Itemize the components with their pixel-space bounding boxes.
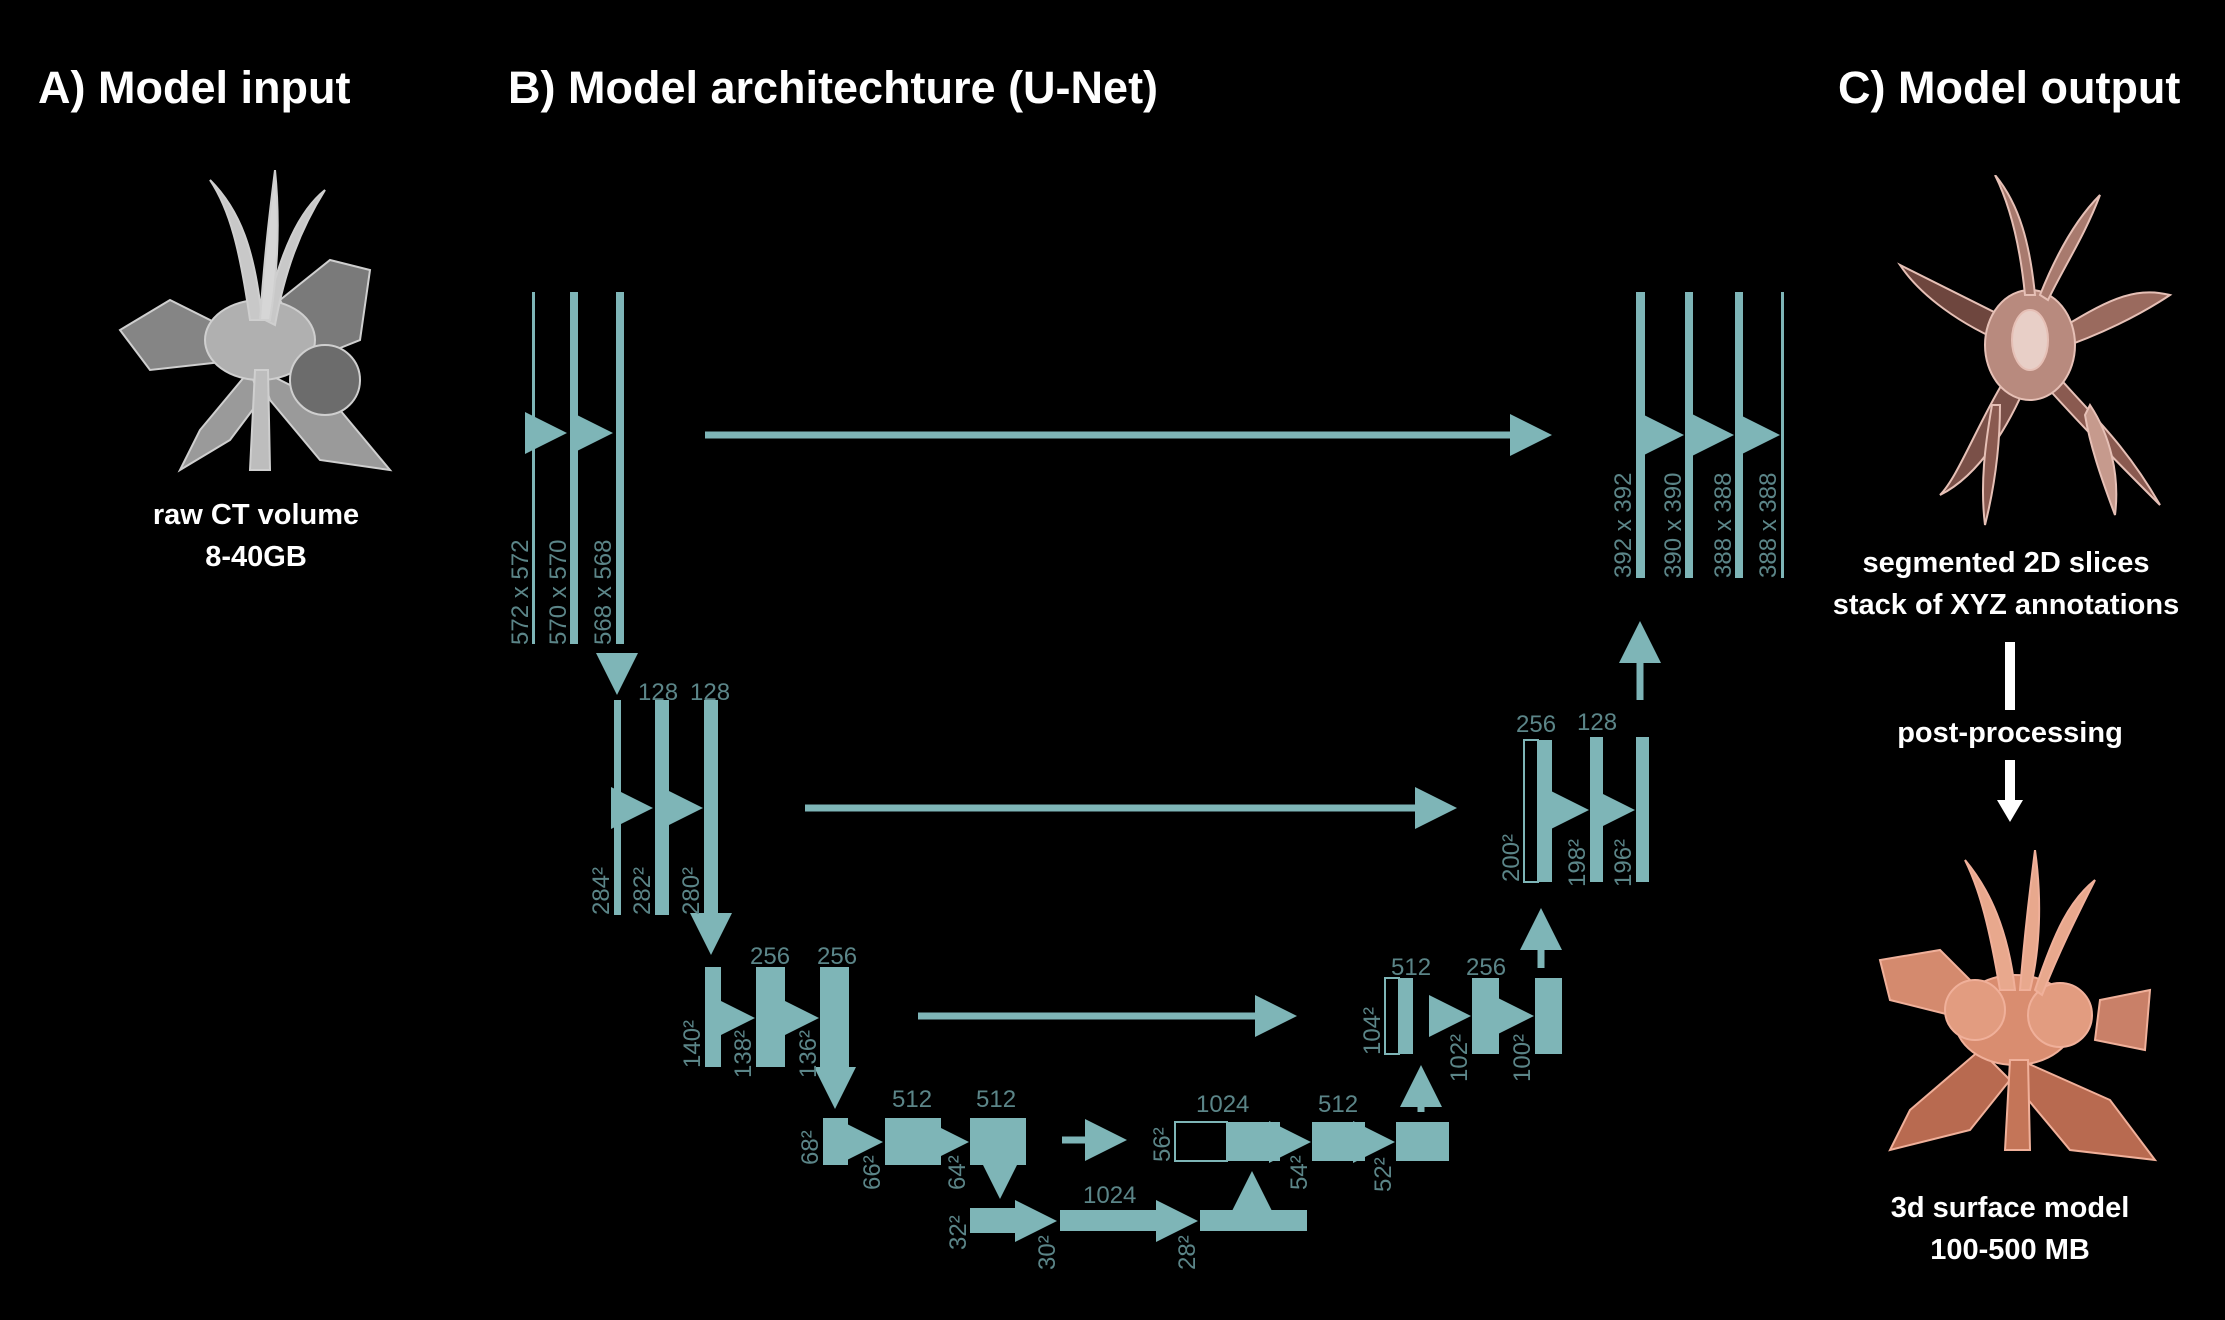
segmented-caption-line1: segmented 2D slices xyxy=(1862,547,2150,579)
u3-conv1-block xyxy=(1472,978,1499,1054)
l4-channel-2: 512 xyxy=(976,1086,1016,1113)
u3-copy-block xyxy=(1384,977,1400,1055)
surface-model-caption-line1: 3d surface model xyxy=(1890,1192,2130,1224)
u1-conv1-block xyxy=(1685,292,1693,578)
u2-copy-block xyxy=(1523,739,1539,883)
input-heading: A) Model input xyxy=(38,62,351,113)
u4-channel-2: 512 xyxy=(1318,1091,1358,1118)
surface-model-flower-image xyxy=(1878,850,2158,1162)
l3-conv1-block xyxy=(756,967,785,1067)
u2-channel-1: 256 xyxy=(1516,711,1556,738)
u4-channel-1: 1024 xyxy=(1196,1091,1249,1118)
u3-size-3: 100² xyxy=(1509,1034,1536,1082)
l4-conv2-block xyxy=(970,1118,1026,1165)
u4-up-block xyxy=(1227,1122,1280,1161)
u4-conv2-block xyxy=(1396,1122,1449,1161)
l4-pool-block xyxy=(823,1118,848,1165)
output-heading: C) Model output xyxy=(1838,62,2181,113)
input-caption: raw CT volume 8-40GB xyxy=(140,494,372,578)
bottom-size-3: 28² xyxy=(1174,1235,1201,1270)
u1-size-4: 388 x 388 xyxy=(1755,473,1782,578)
l4-channel-1: 512 xyxy=(892,1086,932,1113)
u2-up-block xyxy=(1538,740,1552,882)
u1-size-1: 392 x 392 xyxy=(1610,473,1637,578)
l1-conv2-block xyxy=(616,292,624,644)
l2-size-2: 282² xyxy=(629,867,656,915)
u2-size-2: 198² xyxy=(1564,839,1591,887)
l2-conv1-block xyxy=(655,700,669,915)
u1-up-block xyxy=(1636,292,1645,578)
l1-size-3: 568 x 568 xyxy=(590,540,617,645)
segmented-caption-line2: stack of XYZ annotations xyxy=(1832,589,2180,621)
l1-conv1-block xyxy=(570,292,578,644)
l3-size-3: 136² xyxy=(795,1030,822,1078)
segmented-caption: segmented 2D slices stack of XYZ annotat… xyxy=(1800,542,2212,626)
u2-channel-2: 128 xyxy=(1577,709,1617,736)
bottom-channel: 1024 xyxy=(1083,1182,1136,1209)
l3-size-2: 138² xyxy=(730,1030,757,1078)
l2-size-1: 284² xyxy=(588,867,615,915)
l2-pool-block xyxy=(614,700,621,915)
l4-size-3: 64² xyxy=(944,1155,971,1190)
l3-conv2-block xyxy=(820,967,849,1067)
l3-pool-block xyxy=(705,967,721,1067)
u4-size-1: 56² xyxy=(1149,1127,1176,1162)
l3-channel-1: 256 xyxy=(750,943,790,970)
bottom-size-2: 30² xyxy=(1034,1235,1061,1270)
u1-size-3: 388 x 388 xyxy=(1710,473,1737,578)
l4-size-1: 68² xyxy=(797,1130,824,1165)
l1-input-block xyxy=(532,292,535,644)
u3-size-1: 104² xyxy=(1359,1007,1386,1055)
bottom-conv1-block xyxy=(1060,1210,1165,1231)
l2-channel-1: 128 xyxy=(638,679,678,706)
input-flower-image xyxy=(118,170,393,473)
bottom-conv2-block xyxy=(1200,1210,1307,1231)
architecture-heading: B) Model architechture (U-Net) xyxy=(508,62,1159,113)
u2-conv2-block xyxy=(1636,737,1649,882)
l2-conv2-block xyxy=(704,700,718,915)
post-processing-label: post-processing xyxy=(1897,717,2123,749)
l1-size-1: 572 x 572 xyxy=(507,540,534,645)
l2-size-3: 280² xyxy=(678,867,705,915)
l1-size-2: 570 x 570 xyxy=(545,540,572,645)
u1-size-2: 390 x 390 xyxy=(1660,473,1687,578)
bottom-size-1: 32² xyxy=(945,1215,972,1250)
l4-conv1-block xyxy=(885,1118,941,1165)
u3-conv2-block xyxy=(1535,978,1562,1054)
u3-channel-2: 256 xyxy=(1466,954,1506,981)
surface-model-caption-line2: 100-500 MB xyxy=(1930,1234,2090,1266)
l3-channel-2: 256 xyxy=(817,943,857,970)
surface-model-caption: 3d surface model 100-500 MB xyxy=(1850,1187,2170,1271)
input-caption-line2: 8-40GB xyxy=(205,541,307,573)
u4-size-2: 54² xyxy=(1286,1155,1313,1190)
l3-size-1: 140² xyxy=(679,1020,706,1068)
segmented-flower-image xyxy=(1897,175,2173,526)
u2-conv1-block xyxy=(1590,737,1603,882)
u2-size-1: 200² xyxy=(1498,834,1525,882)
u4-conv1-block xyxy=(1312,1122,1365,1161)
u4-copy-block xyxy=(1174,1121,1228,1162)
u2-size-3: 196² xyxy=(1610,839,1637,887)
l2-channel-2: 128 xyxy=(690,679,730,706)
u1-output-block xyxy=(1781,292,1784,578)
u3-channel-1: 512 xyxy=(1391,954,1431,981)
bottom-pool-block xyxy=(970,1208,1023,1233)
l4-size-2: 66² xyxy=(859,1155,886,1190)
u3-size-2: 102² xyxy=(1446,1034,1473,1082)
input-caption-line1: raw CT volume xyxy=(152,499,360,531)
u4-size-3: 52² xyxy=(1370,1157,1397,1192)
u3-up-block xyxy=(1399,978,1413,1054)
